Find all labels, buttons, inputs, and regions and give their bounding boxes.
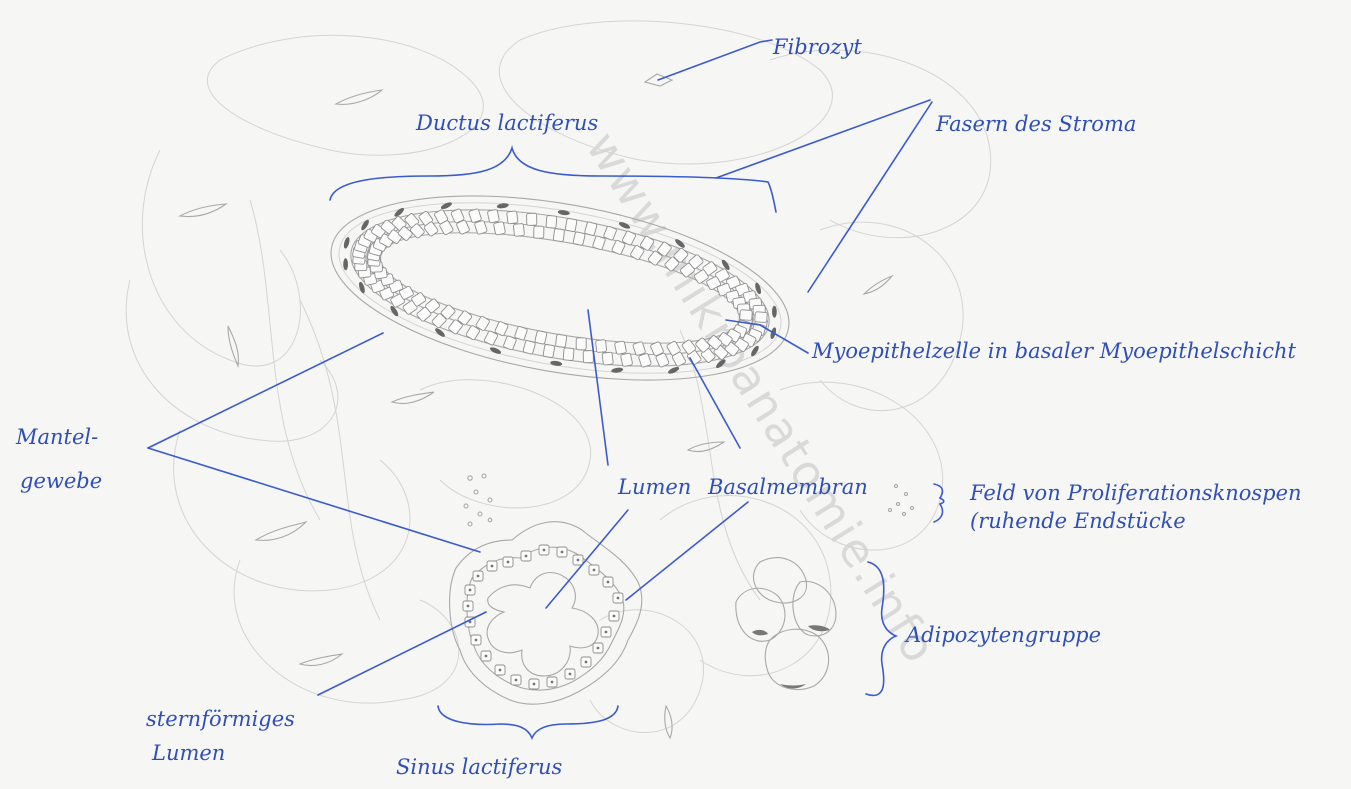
epithelial-cell	[553, 229, 564, 242]
epithelial-cell	[563, 348, 574, 361]
sinus-cell-nucleus	[515, 679, 518, 682]
epithelial-cell	[523, 340, 536, 354]
sinus-cell-nucleus	[507, 561, 510, 564]
label-fasern-stroma: Fasern des Stroma	[935, 112, 1136, 136]
myoepithelial-nucleus	[772, 306, 777, 318]
sinus-cell-nucleus	[597, 647, 600, 650]
sinus-cell-nucleus	[525, 555, 528, 558]
label-myoepithel: Myoepithelzelle in basaler Myoepithelsch…	[811, 339, 1297, 363]
label-mantel-2: gewebe	[20, 469, 102, 493]
epithelial-cell	[638, 353, 651, 368]
epithelial-cell	[740, 310, 753, 321]
labels: Fibrozyt Fasern des Stroma Ductus lactif…	[15, 35, 1302, 779]
sinus-cell-nucleus	[577, 559, 580, 562]
sinus-cell-nucleus	[499, 669, 502, 672]
sinus-cell-nucleus	[485, 655, 488, 658]
sinus-cell-nucleus	[569, 673, 572, 676]
sinus-cell-nucleus	[475, 639, 478, 642]
label-fibrozyt: Fibrozyt	[772, 35, 862, 59]
myoepithelial-nucleus	[558, 209, 571, 215]
sinus-lactiferus	[450, 522, 642, 704]
epithelial-cell	[513, 223, 524, 236]
epithelial-cell	[592, 235, 605, 250]
epithelial-cell	[535, 330, 547, 344]
label-sternfoermiges: sternförmiges	[146, 707, 295, 731]
epithelial-cell	[493, 221, 505, 235]
epithelial-cell	[468, 208, 481, 223]
epithelial-cell	[534, 226, 544, 238]
sinus-cell-nucleus	[561, 551, 564, 554]
leader-lines	[148, 40, 944, 738]
label-feld-2: (ruhende Endstücke	[970, 509, 1186, 533]
myoepithelial-nucleus	[440, 201, 453, 210]
epithelial-cell	[565, 218, 577, 232]
epithelial-cell	[487, 209, 499, 223]
sinus-cell-nucleus	[491, 565, 494, 568]
epithelial-cell	[514, 326, 527, 341]
epithelial-cell	[755, 312, 768, 323]
epithelial-cell	[602, 352, 613, 365]
epithelial-cell	[555, 334, 566, 347]
myoepithelial-nucleus	[667, 366, 680, 375]
myoepithelial-nucleus	[434, 327, 446, 338]
sinus-cell-nucleus	[607, 581, 610, 584]
epithelial-cell	[576, 338, 586, 350]
watermark: www.mikroanatomie.info	[576, 122, 948, 673]
epithelial-cell	[596, 340, 607, 353]
epithelial-cell	[573, 232, 585, 246]
sinus-cell-nucleus	[543, 549, 546, 552]
epithelial-cell	[614, 341, 626, 355]
sinus-cell-nucleus	[477, 575, 480, 578]
epithelial-cell	[583, 351, 593, 363]
myoepithelial-nucleus	[343, 258, 348, 270]
sinus-cell-nucleus	[617, 597, 620, 600]
sinus-cell-nucleus	[551, 681, 554, 684]
label-basalmembran: Basalmembran	[707, 475, 868, 499]
label-sinus-lactiferus: Sinus lactiferus	[396, 755, 563, 779]
label-adipozytengruppe: Adipozytengruppe	[904, 623, 1101, 647]
sinus-cell-nucleus	[469, 589, 472, 592]
adipocyte-group	[736, 558, 836, 690]
sinus-cell-nucleus	[585, 661, 588, 664]
label-feld-1: Feld von Proliferationsknospen	[969, 481, 1302, 505]
myoepithelial-nucleus	[550, 360, 563, 366]
sinus-cell-nucleus	[605, 631, 608, 634]
label-ductus-lactiferus: Ductus lactiferus	[415, 111, 598, 135]
label-mantel-1: Mantel-	[15, 425, 98, 449]
sinus-cell-nucleus	[467, 605, 470, 608]
sinus-cell-nucleus	[593, 569, 596, 572]
label-stern-lumen: Lumen	[151, 741, 225, 765]
epithelial-cell	[543, 344, 555, 358]
label-lumen: Lumen	[617, 475, 691, 499]
sinus-cell-nucleus	[533, 683, 536, 686]
epithelial-cell	[620, 353, 632, 367]
epithelial-cell	[507, 211, 518, 224]
epithelial-cell	[584, 222, 597, 236]
epithelial-cell	[527, 213, 537, 225]
sinus-cell-nucleus	[613, 615, 616, 618]
epithelial-cell	[546, 215, 557, 228]
